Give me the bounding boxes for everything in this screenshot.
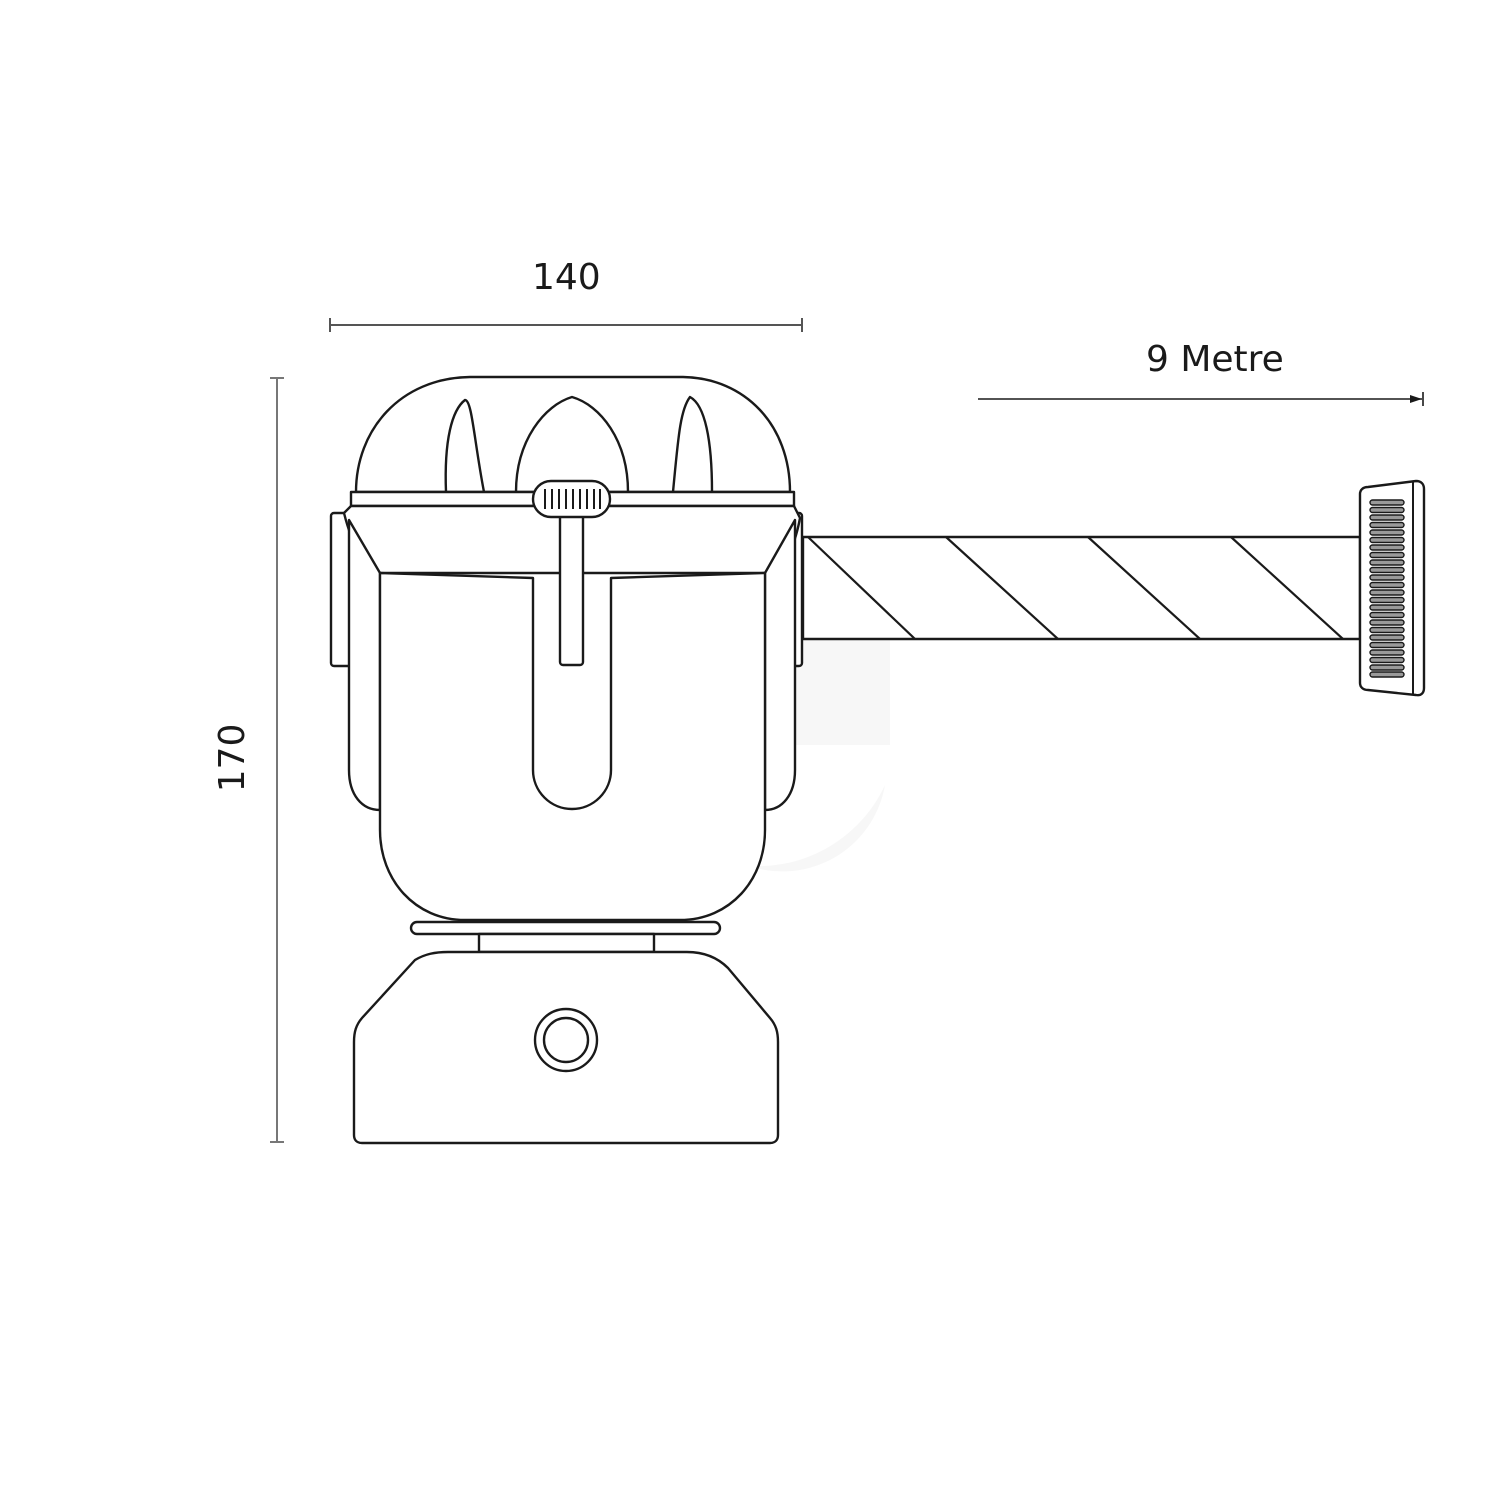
mount-neck xyxy=(477,932,656,954)
width-dimension-label: 140 xyxy=(532,257,601,298)
belt-length-dimension-line xyxy=(978,392,1424,406)
slider-track xyxy=(558,511,585,667)
housing-outer xyxy=(347,518,382,812)
height-dimension-label: 170 xyxy=(212,723,253,793)
slider-grip-icon xyxy=(544,489,601,509)
belt xyxy=(801,535,1362,641)
belt-stripes xyxy=(807,536,1344,640)
top-cap-fin-left xyxy=(444,398,486,494)
housing-outer-right xyxy=(763,518,797,812)
top-cap-fin-center xyxy=(514,395,630,494)
fixing-hole-inner xyxy=(542,1016,590,1064)
width-dimension-line xyxy=(329,318,803,332)
belt-length-dimension-label: 9 Metre xyxy=(1146,339,1284,380)
height-dimension-line xyxy=(270,377,284,1143)
cassette-grip-slots-icon xyxy=(1369,499,1405,678)
arrow-head-icon xyxy=(1410,395,1422,403)
housing-body xyxy=(378,571,767,922)
top-cap-fin-right xyxy=(671,395,714,494)
mount-collar xyxy=(409,920,722,936)
